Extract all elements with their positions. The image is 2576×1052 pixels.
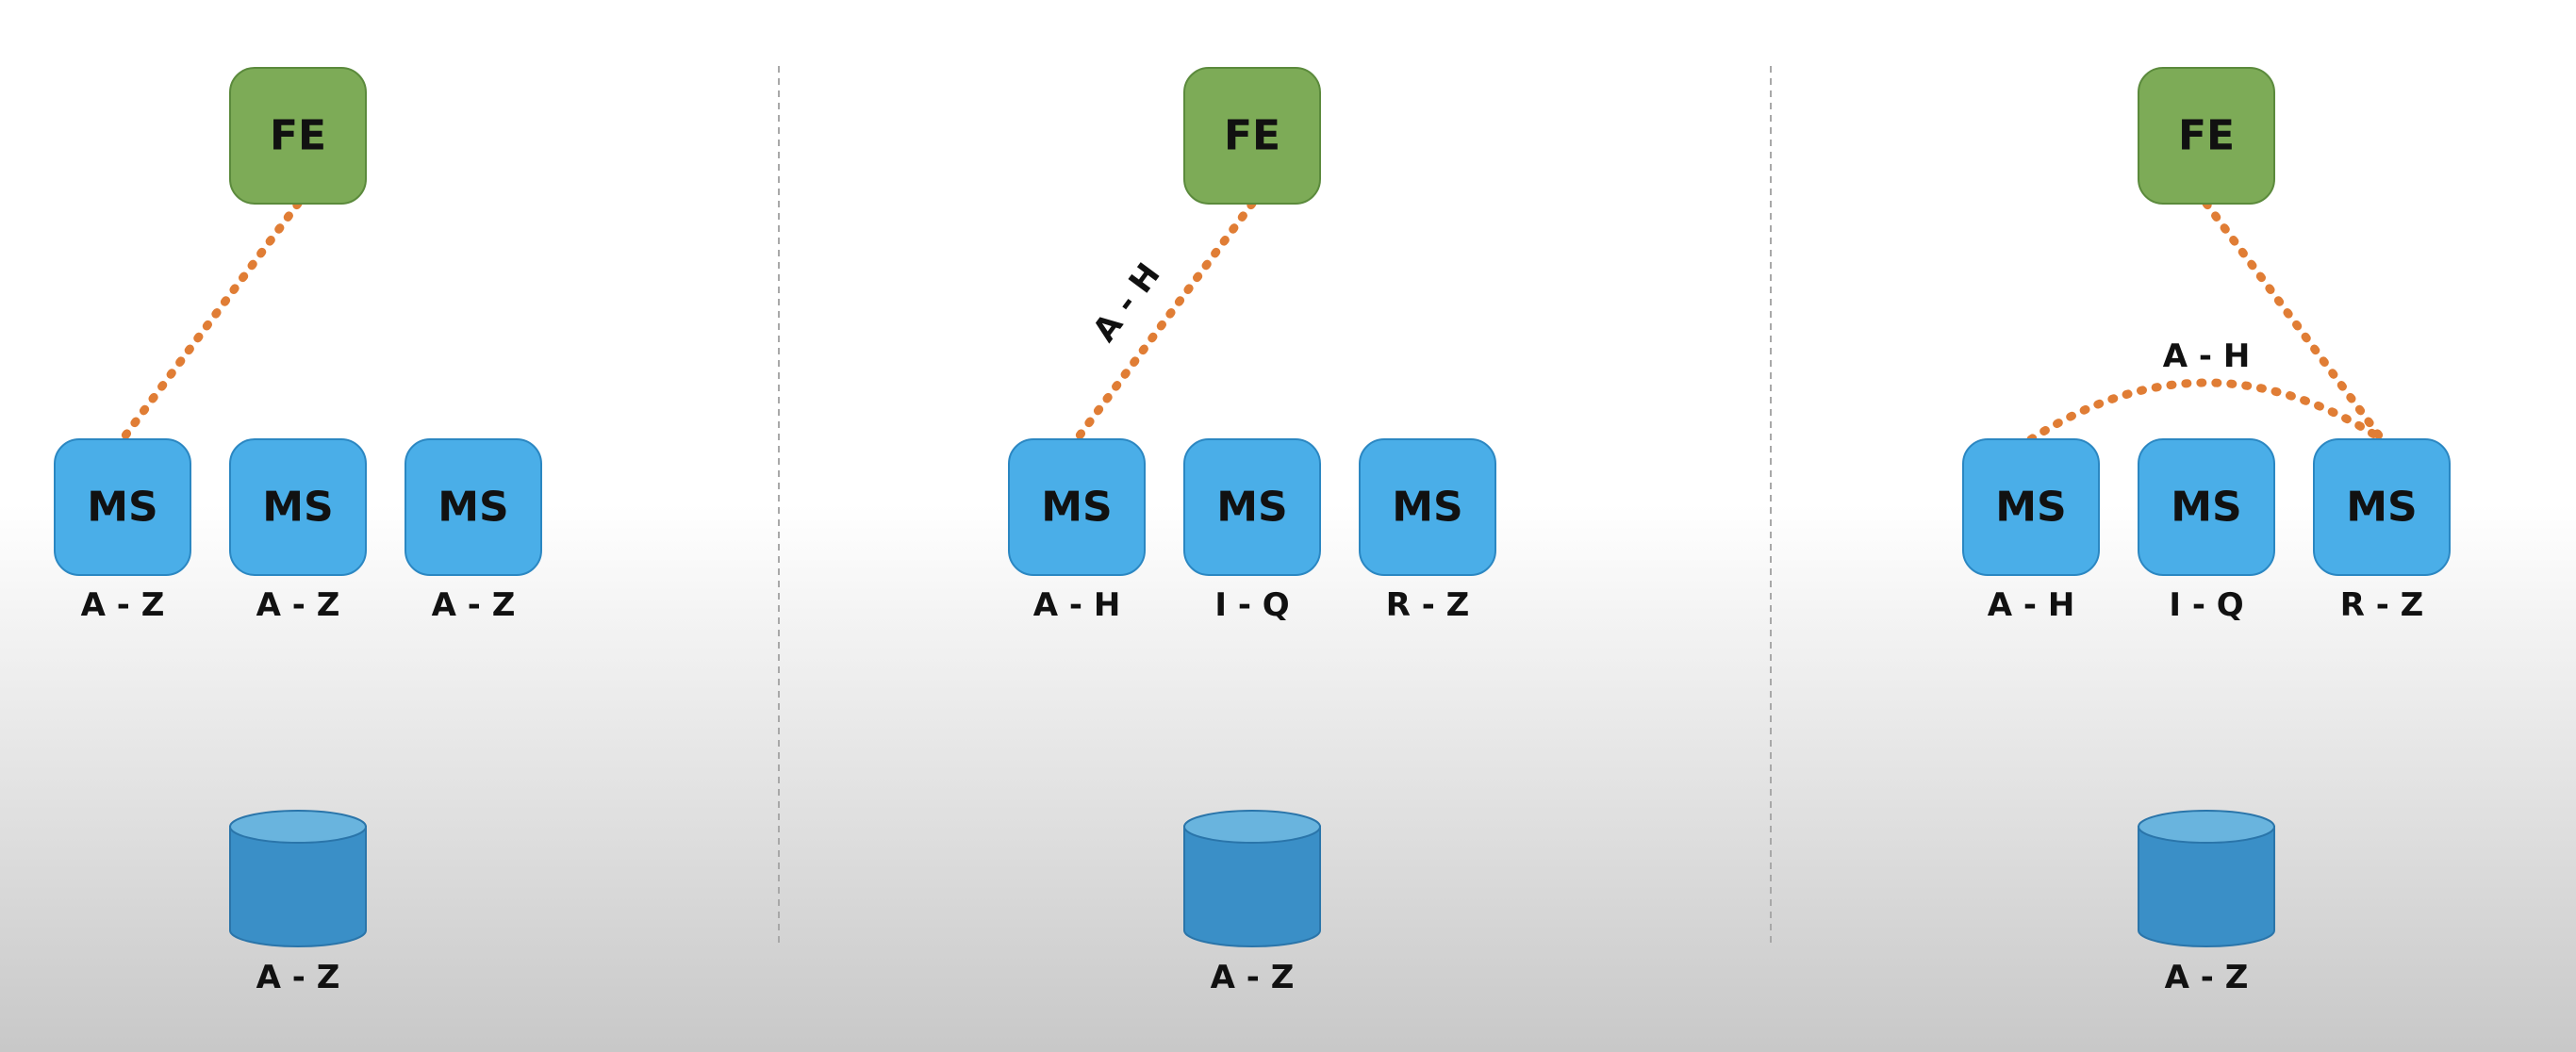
service-label-3-2: MS: [2171, 484, 2241, 532]
service-label-1-1: MS: [87, 484, 157, 532]
service-range-3-2: I - Q: [2169, 586, 2243, 624]
service-range-2-1: A - H: [1033, 586, 1121, 624]
forward-label: A - H: [2163, 337, 2251, 375]
connector-fe-to-ms-1: [118, 199, 303, 444]
service-box-3-3: [2313, 438, 2451, 576]
service-range-1-3: A - Z: [432, 586, 516, 624]
frontend-box-3: [2138, 67, 2275, 205]
service-range-3-3: R - Z: [2340, 586, 2424, 624]
service-label-2-1: MS: [1041, 484, 1112, 532]
database-range-3: A - Z: [2165, 959, 2249, 996]
database-top-3: [2138, 810, 2275, 844]
connector-fe-to-ms-2: [1072, 199, 1257, 444]
service-box-2-2: [1183, 438, 1321, 576]
service-range-1-2: A - Z: [256, 586, 340, 624]
database-range-2: A - Z: [1211, 959, 1295, 996]
database-top-2: [1183, 810, 1321, 844]
database-body-1: [229, 826, 367, 947]
service-box-1-1: [54, 438, 191, 576]
frontend-box-2: [1183, 67, 1321, 205]
service-label-3-1: MS: [1995, 484, 2066, 532]
frontend-label-2: FE: [1224, 112, 1280, 160]
database-range-1: A - Z: [256, 959, 340, 996]
service-box-3-1: [1962, 438, 2100, 576]
service-label-2-3: MS: [1392, 484, 1462, 532]
service-range-2-3: R - Z: [1386, 586, 1470, 624]
connector-fe-to-ms-3: [2202, 199, 2386, 444]
frontend-label-1: FE: [270, 112, 326, 160]
service-label-2-2: MS: [1216, 484, 1287, 532]
database-top-1: [229, 810, 367, 844]
service-label-1-3: MS: [438, 484, 508, 532]
database-body-3: [2138, 826, 2275, 947]
frontend-label-3: FE: [2178, 112, 2235, 160]
database-body-2: [1183, 826, 1321, 947]
service-box-1-3: [405, 438, 542, 576]
service-box-3-2: [2138, 438, 2275, 576]
service-range-1-1: A - Z: [81, 586, 165, 624]
service-box-2-3: [1359, 438, 1496, 576]
service-label-3-3: MS: [2346, 484, 2417, 532]
service-range-3-1: A - H: [1988, 586, 2075, 624]
service-box-1-2: [229, 438, 367, 576]
forward-arc: [2026, 378, 2386, 444]
service-range-2-2: I - Q: [1214, 586, 1289, 624]
frontend-box-1: [229, 67, 367, 205]
service-label-1-2: MS: [262, 484, 333, 532]
service-box-2-1: [1008, 438, 1146, 576]
